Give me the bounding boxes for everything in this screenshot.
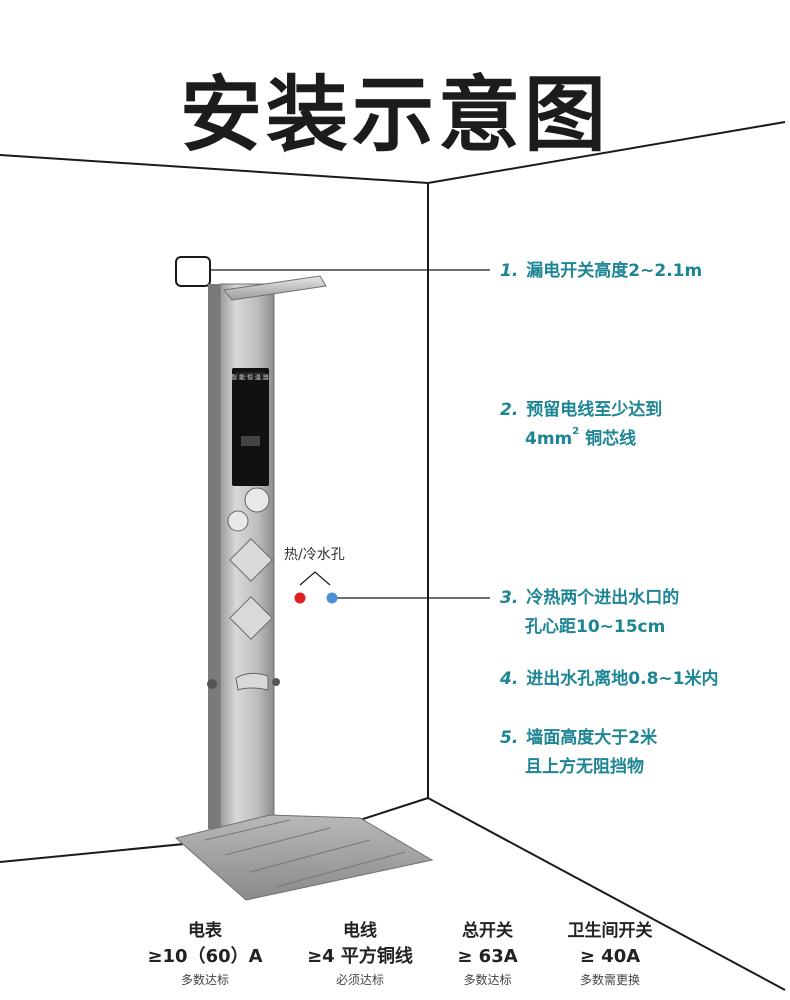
- spec-value: ≥ 63A: [457, 946, 518, 967]
- note-3: 3. 冷热两个进出水口的 孔心距10~15cm: [500, 584, 679, 642]
- note-5: 5. 墙面高度大于2米 且上方无阻挡物: [500, 724, 657, 782]
- wire-size-superscript: 2: [572, 426, 580, 437]
- note-number: 5.: [500, 728, 519, 748]
- note-text: 预留电线至少达到: [526, 400, 663, 420]
- wire-size: 4mm: [525, 429, 573, 449]
- panel-display-text: 智 能 恒 温 器: [232, 374, 269, 382]
- page-title: 安装示意图: [179, 68, 610, 163]
- note-text-line2: 且上方无阻挡物: [525, 757, 644, 777]
- spec-note: 多数达标: [463, 973, 512, 987]
- spec-note: 必须达标: [335, 973, 384, 987]
- spec-main-switch: 总开关 ≥ 63A 多数达标: [440, 918, 535, 990]
- requirement-specs: 电表 ≥10（60）A 多数达标 电线 ≥4 平方铜线 必须达标 总开关 ≥ 6…: [140, 918, 680, 998]
- shower-tray: [174, 814, 434, 901]
- spec-value: ≥10（60）A: [147, 946, 263, 967]
- cold-water-hole-icon: [326, 592, 338, 604]
- note-text-line2: 孔心距10~15cm: [525, 617, 666, 637]
- spec-value: ≥ 40A: [579, 946, 641, 967]
- hot-cold-hole-label: 热/冷水孔: [284, 547, 345, 563]
- spec-note: 多数需更换: [579, 973, 640, 987]
- spec-bathroom-switch: 卫生间开关 ≥ 40A 多数需更换: [545, 918, 675, 990]
- spec-meter: 电表 ≥10（60）A 多数达标: [140, 918, 270, 990]
- spec-wire: 电线 ≥4 平方铜线 必须达标: [290, 918, 430, 990]
- spec-value: ≥4 平方铜线: [307, 946, 413, 967]
- spec-heading: 电线: [343, 921, 377, 941]
- note-number: 3.: [500, 588, 519, 608]
- leakage-switch-box-icon: [175, 256, 211, 287]
- note-text: 进出水孔离地0.8~1米内: [526, 669, 719, 689]
- wire-type: 铜芯线: [579, 429, 637, 449]
- note-number: 4.: [500, 669, 519, 689]
- spec-heading: 电表: [188, 921, 222, 941]
- note-text: 冷热两个进出水口的: [526, 588, 680, 608]
- hole-bracket: [299, 571, 331, 586]
- panel-display: 智 能 恒 温 器: [232, 374, 269, 382]
- note-text: 墙面高度大于2米: [526, 728, 658, 748]
- note-text: 漏电开关高度2~2.1m: [526, 261, 703, 281]
- note-1: 1. 漏电开关高度2~2.1m: [500, 257, 702, 286]
- hot-water-hole-icon: [294, 592, 306, 604]
- note-text-line2: 4mm2 铜芯线: [500, 425, 662, 454]
- room-lines: [0, 121, 786, 991]
- note-number: 1.: [500, 261, 519, 281]
- note-4: 4. 进出水孔离地0.8~1米内: [500, 665, 719, 694]
- note-number: 2.: [500, 400, 519, 420]
- spec-note: 多数达标: [180, 973, 229, 987]
- note-2: 2. 预留电线至少达到 4mm2 铜芯线: [500, 396, 662, 454]
- spec-heading: 卫生间开关: [567, 921, 653, 941]
- spec-heading: 总开关: [462, 921, 513, 941]
- shower-panel-icon: [207, 275, 327, 833]
